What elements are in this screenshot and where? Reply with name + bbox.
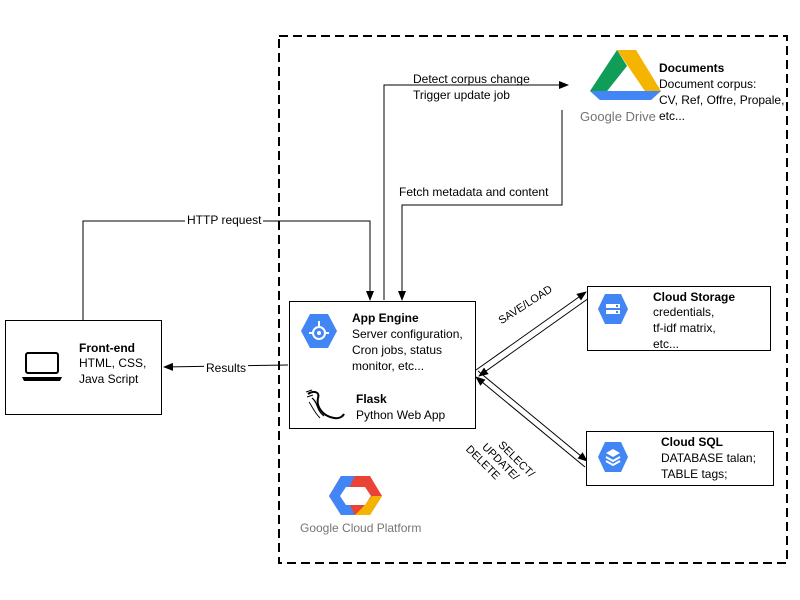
- cloud-storage-line: credentials,: [653, 305, 715, 319]
- documents-line: Document corpus:: [659, 77, 757, 91]
- cloud-sql-node: Cloud SQL DATABASE talan; TABLE tags;: [586, 431, 774, 486]
- fetch-metadata-label: Fetch metadata and content: [399, 185, 549, 199]
- cloud-storage-icon: [598, 294, 628, 324]
- detect-corpus-label: Detect corpus change: [413, 72, 530, 86]
- load-arrow: [478, 297, 590, 377]
- google-drive-wordmark: Google Drive: [580, 109, 656, 124]
- app-engine-line: monitor, etc...: [352, 359, 425, 373]
- cloud-storage-title: Cloud Storage: [653, 290, 736, 304]
- cloud-sql-icon: [598, 442, 628, 472]
- google-drive-icon: [590, 50, 661, 100]
- documents-title: Documents: [659, 61, 725, 75]
- sql-query-arrow: [477, 370, 588, 462]
- app-engine-title: App Engine: [352, 311, 419, 325]
- documents-line: CV, Ref, Offre, Propale,: [659, 93, 785, 107]
- front-end-line: Java Script: [79, 372, 139, 386]
- laptop-icon: [22, 352, 62, 381]
- app-engine-line: Server configuration,: [352, 327, 463, 341]
- flask-title: Flask: [356, 392, 387, 406]
- app-engine-icon: [301, 314, 337, 348]
- app-engine-line: Cron jobs, status: [352, 343, 443, 357]
- fetch-metadata-arrow: [398, 110, 563, 301]
- cloud-sql-line: DATABASE talan;: [661, 451, 756, 465]
- app-engine-node: App Engine Server configuration, Cron jo…: [289, 301, 476, 429]
- sql-result-arrow: [475, 376, 586, 468]
- save-arrow: [475, 291, 587, 371]
- gcp-boundary: [278, 35, 788, 564]
- detect-corpus-arrow: [383, 81, 569, 300]
- front-end-line: HTML, CSS,: [79, 356, 147, 370]
- documents-line: etc...: [659, 109, 686, 123]
- http-request-label: HTTP request: [185, 213, 264, 228]
- gcp-hexagon-icon: [329, 476, 382, 515]
- cloud-storage-line: tf-idf matrix,: [653, 321, 716, 335]
- results-label: Results: [204, 361, 249, 376]
- front-end-node: Front-end HTML, CSS, Java Script: [5, 320, 162, 415]
- cloud-sql-title: Cloud SQL: [661, 435, 723, 449]
- cloud-sql-line: TABLE tags;: [661, 467, 728, 481]
- flask-icon: [305, 389, 345, 420]
- front-end-title: Front-end: [79, 341, 135, 355]
- cloud-storage-node: Cloud Storage credentials, tf-idf matrix…: [587, 286, 771, 351]
- trigger-update-label: Trigger update job: [413, 88, 510, 102]
- cloud-storage-line: etc...: [653, 337, 680, 351]
- flask-subtitle: Python Web App: [356, 408, 446, 422]
- gcp-wordmark: Google Cloud Platform: [300, 521, 421, 535]
